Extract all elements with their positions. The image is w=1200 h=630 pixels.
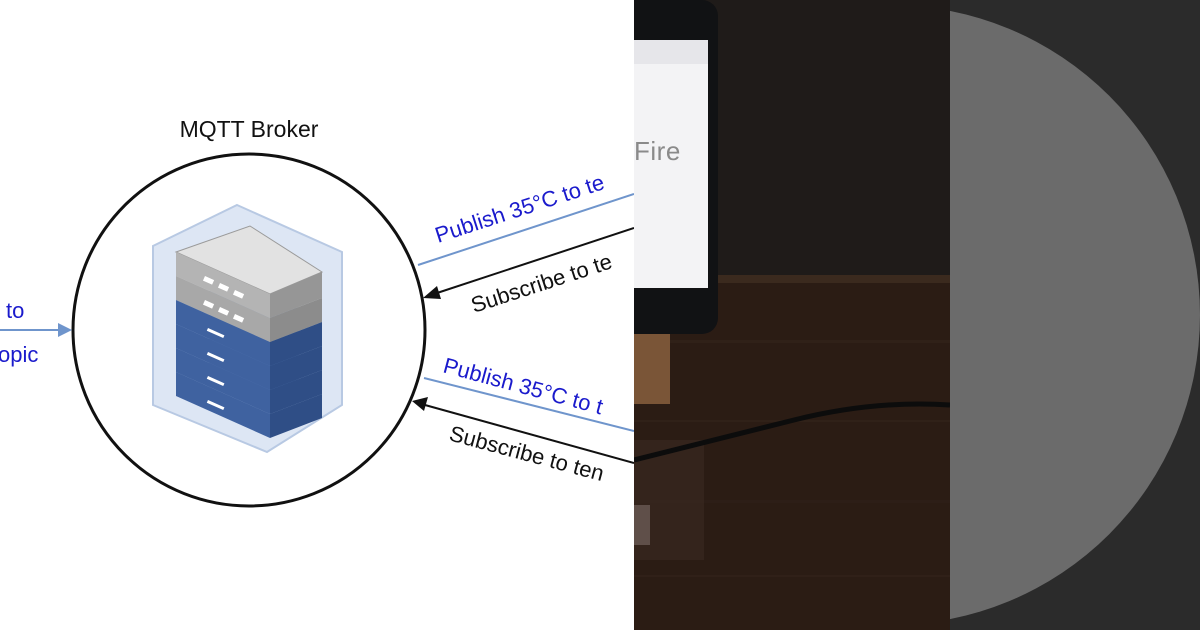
mqtt-diagram-panel: MQTT Broker <box>0 116 634 508</box>
right-panel <box>950 0 1200 630</box>
subscribe-arrow-1 <box>423 227 634 299</box>
photo-scene <box>634 0 950 630</box>
publish-arrow-1 <box>417 193 634 266</box>
phone-photo-panel: Fire <box>634 0 950 630</box>
gray-disc <box>950 10 1200 620</box>
publish-label-2: Publish 35°C to t <box>441 353 606 420</box>
left-label-line1: to <box>6 298 24 323</box>
subscribe-label-2: Subscribe to ten <box>447 421 607 486</box>
broker-title: MQTT Broker <box>180 116 319 142</box>
subscribe-arrow-2 <box>412 397 634 464</box>
left-label-line2: opic <box>0 342 38 367</box>
publish-label-1: Publish 35°C to te <box>432 169 607 247</box>
mqtt-diagram: MQTT Broker <box>0 116 634 508</box>
left-publish-arrow <box>0 323 72 337</box>
phone-screen-text: Fire <box>634 136 681 166</box>
usb-cable <box>634 401 950 463</box>
publish-arrow-2 <box>423 377 634 432</box>
right-disc-graphic <box>950 10 1200 620</box>
phone-screen <box>634 40 708 288</box>
server-stack-icon <box>152 203 343 454</box>
